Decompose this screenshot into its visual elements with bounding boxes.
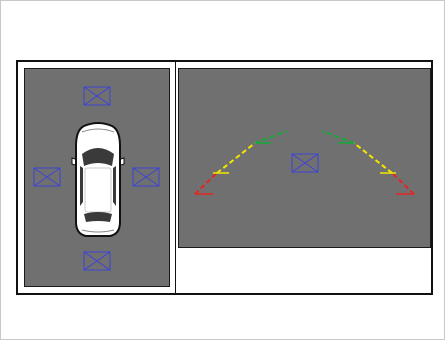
right-guide-yellow-segment (354, 143, 392, 173)
right-camera-icon (132, 167, 160, 187)
right-guide-green-segment (322, 131, 354, 143)
left-guide-green-segment (255, 131, 287, 143)
panel-divider (175, 62, 176, 293)
rear-view-camera-icon (291, 153, 319, 173)
left-guide-red-segment (195, 173, 217, 194)
right-guide-red-segment (392, 173, 414, 194)
rear-camera-icon (83, 251, 111, 271)
surround-view-panel[interactable] (24, 68, 170, 287)
camera-display (16, 60, 433, 295)
car-top-view-icon (70, 122, 126, 238)
left-guide-yellow-segment (217, 143, 255, 173)
front-camera-icon (83, 86, 111, 106)
rear-view-panel[interactable] (178, 68, 431, 248)
left-camera-icon (33, 167, 61, 187)
